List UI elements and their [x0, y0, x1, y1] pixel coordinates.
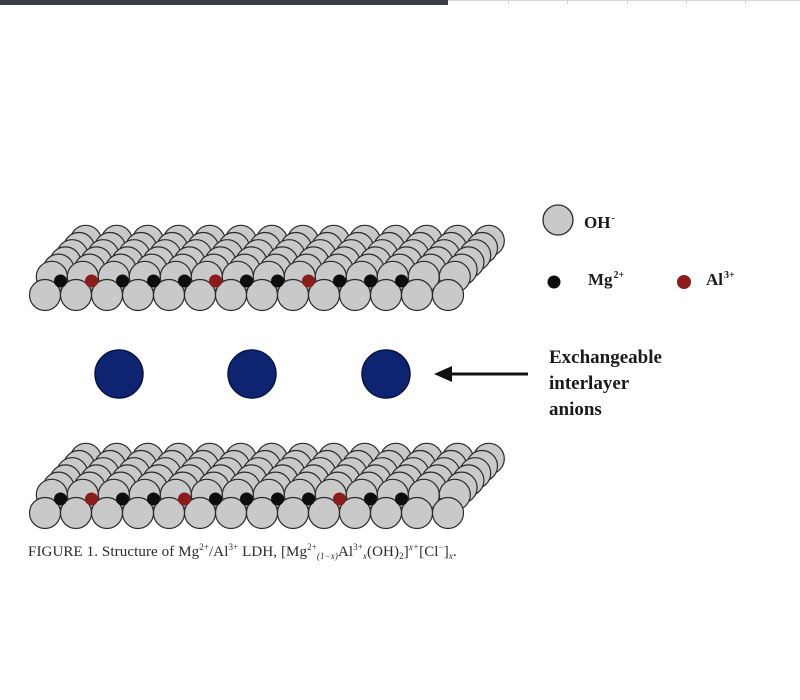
magnesium-cation: [116, 492, 129, 506]
caption-sup: −: [438, 542, 444, 552]
top-bar-tick: [567, 0, 568, 4]
hydroxide-sphere: [431, 496, 465, 530]
caption-sub: x: [362, 551, 368, 561]
magnesium-cation: [147, 274, 160, 288]
magnesium-cation: [364, 492, 377, 506]
aluminum-cation: [302, 274, 315, 288]
caption-text: .: [452, 544, 457, 560]
caption-sup: 3+: [228, 542, 239, 552]
aluminum-cation: [209, 274, 222, 288]
interlayer-anion: [227, 349, 277, 399]
caption-text: [Cl: [419, 544, 439, 560]
caption-text: ]: [443, 544, 449, 560]
anion-label-line2: interlayer: [549, 373, 630, 394]
magnesium-cation: [271, 274, 284, 288]
caption-sub: (1−x): [316, 551, 338, 561]
caption-sub: 2: [399, 551, 404, 561]
figure-caption: FIGURE 1. Structure of Mg2+/Al3+ LDH, [M…: [28, 542, 457, 561]
caption-text: FIGURE 1. Structure of Mg: [28, 544, 200, 560]
caption-sup: 2+: [199, 542, 210, 552]
legend-mg-charge: 2+: [613, 270, 625, 281]
top-bar-tick: [508, 0, 509, 4]
anion-label-line3: anions: [549, 399, 602, 420]
interlayer-anion: [361, 349, 411, 399]
aluminum-cation: [85, 274, 98, 288]
caption-text: Al: [337, 544, 354, 560]
legend-oh-charge: -: [611, 213, 615, 224]
aluminum-cation: [85, 492, 98, 506]
magnesium-cation: [302, 492, 315, 506]
top-bar-tick: [627, 0, 628, 4]
legend-mg-text: Mg: [588, 270, 613, 289]
magnesium-cation: [271, 492, 284, 506]
magnesium-cation: [395, 492, 408, 506]
magnesium-cation: [54, 492, 67, 506]
hydroxide-layer-bottom: [28, 442, 505, 530]
legend-al-charge: 3+: [724, 270, 735, 281]
caption-text: (OH): [367, 544, 400, 560]
legend-mg-label: Mg2+: [588, 270, 624, 290]
caption-sup: 2+: [307, 542, 317, 552]
caption-sup: 3+: [353, 542, 363, 552]
legend-oh-label: OH-: [584, 213, 615, 233]
caption-sup: x+: [408, 542, 420, 552]
legend-oh-sphere: [542, 204, 574, 236]
caption-text: LDH, [Mg: [238, 544, 308, 560]
legend-al-dot: [677, 275, 691, 289]
magnesium-cation: [178, 274, 191, 288]
caption-text: /Al: [209, 544, 229, 560]
arrow-head: [434, 366, 452, 382]
caption-text: ]: [403, 544, 409, 560]
interlayer-anion: [94, 349, 144, 399]
anion-label-line1: Exchangeable: [549, 347, 662, 368]
legend-al-text: Al: [706, 270, 723, 289]
magnesium-cation: [54, 274, 67, 288]
legend-al-label: Al3+: [706, 270, 735, 290]
aluminum-cation: [178, 492, 191, 506]
magnesium-cation: [116, 274, 129, 288]
aluminum-cation: [333, 492, 346, 506]
top-bar-tick: [745, 0, 746, 4]
magnesium-cation: [147, 492, 160, 506]
top-progress-bar: [0, 0, 448, 5]
magnesium-cation: [240, 492, 253, 506]
magnesium-cation: [209, 492, 222, 506]
anion-pointer-arrow: [434, 366, 528, 382]
legend-oh-text: OH: [584, 213, 611, 232]
legend-mg-dot: [547, 275, 561, 289]
magnesium-cation: [364, 274, 377, 288]
top-bar-track: [448, 0, 800, 1]
hydroxide-sphere: [431, 278, 465, 312]
interlayer-anions: [94, 349, 411, 399]
hydroxide-layer-top: [28, 224, 505, 312]
top-bar-tick: [686, 0, 687, 4]
legend-symbols: [542, 204, 691, 289]
magnesium-cation: [333, 274, 346, 288]
caption-sub: x: [448, 551, 453, 561]
magnesium-cation: [240, 274, 253, 288]
magnesium-cation: [395, 274, 408, 288]
anion-label: Exchangeable interlayer anions: [549, 345, 662, 423]
